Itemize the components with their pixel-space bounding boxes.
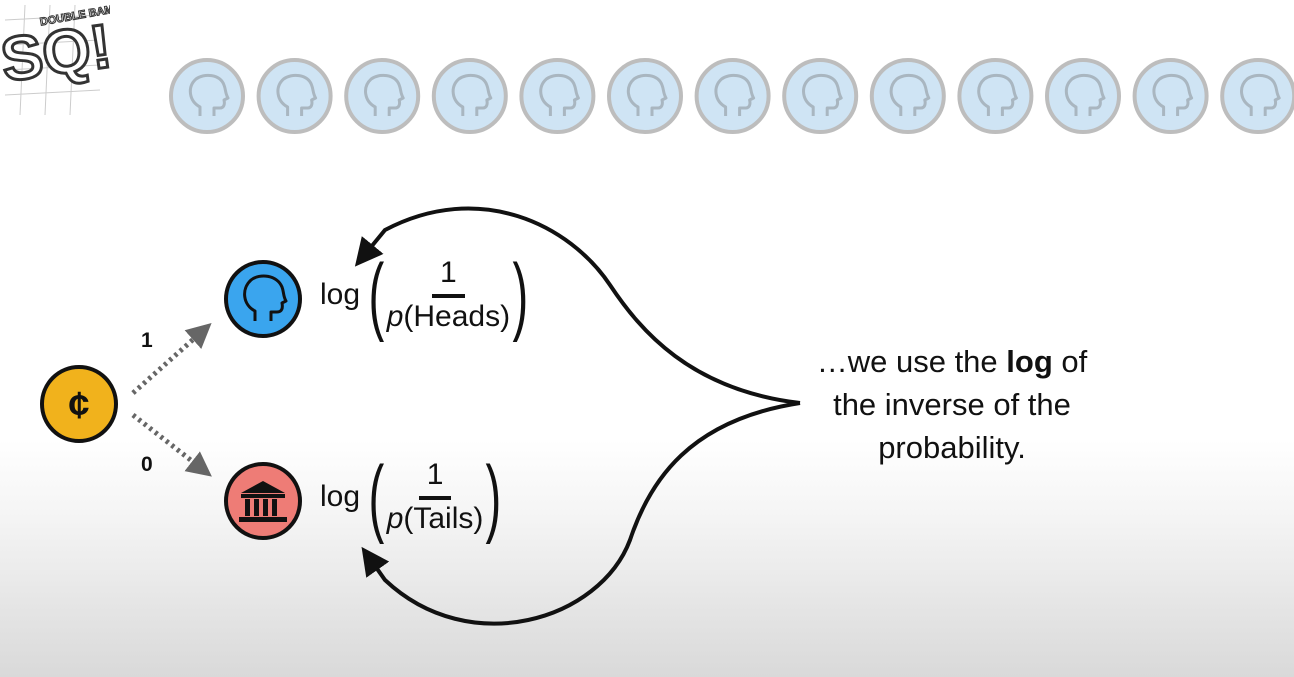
tails-equation: log ( 1 p(Tails) ) [320, 454, 508, 540]
heads-coin [169, 58, 245, 134]
tails-edge-label: 0 [141, 453, 153, 476]
heads-outcome: (Heads) [403, 300, 511, 333]
head-silhouette-icon [188, 73, 230, 116]
head-silhouette-icon [1152, 73, 1194, 116]
heads-coin [694, 58, 771, 134]
tails-fraction: 1 p(Tails) [387, 460, 484, 534]
log-function: log [320, 278, 361, 311]
curved-arrow-to-heads [354, 206, 801, 405]
probability-symbol: p [386, 300, 404, 333]
tails-coin [224, 462, 302, 540]
head-silhouette-icon [802, 73, 843, 116]
explanation-note: …we use the log of the inverse of the pr… [772, 340, 1132, 469]
logo-letters: SQ! [0, 12, 110, 96]
head-silhouette-icon [977, 73, 1018, 116]
right-paren: ) [485, 449, 502, 545]
head-silhouette-icon [243, 274, 288, 321]
left-paren: ( [368, 247, 385, 343]
tails-outcome: (Tails) [403, 502, 484, 535]
heads-branch-arrow [131, 323, 212, 395]
heads-edge-label: 1 [141, 329, 153, 352]
note-line-1: …we use the log of [816, 344, 1088, 379]
note-line-2: the inverse of the [833, 387, 1071, 422]
heads-coin [1045, 58, 1121, 134]
heads-coin [431, 58, 508, 134]
heads-fraction: 1 p(Heads) [387, 258, 510, 332]
head-silhouette-icon [276, 73, 318, 116]
note-line-3: probability. [878, 430, 1026, 465]
heads-coin [957, 58, 1034, 134]
heads-coin [519, 58, 596, 134]
heads-coin [869, 58, 946, 134]
source-coin: ¢ [40, 365, 118, 443]
log-function: log [320, 480, 361, 513]
left-paren: ( [368, 449, 385, 545]
heads-coin [256, 58, 333, 134]
heads-coin [782, 58, 859, 134]
heads-coin [607, 58, 683, 134]
head-silhouette-icon [451, 73, 493, 116]
heads-coin [1220, 58, 1294, 134]
fraction-denominator: p(Tails) [387, 500, 484, 534]
curved-arrow-to-tails [361, 401, 801, 626]
head-silhouette-icon [889, 73, 931, 116]
head-silhouette-icon [539, 73, 580, 116]
cent-icon: ¢ [68, 385, 89, 427]
right-paren: ) [512, 247, 529, 343]
probability-symbol: p [386, 502, 404, 535]
head-silhouette-icon [714, 73, 756, 116]
tails-branch-arrow [131, 413, 212, 477]
fraction-denominator: p(Heads) [387, 298, 510, 332]
head-silhouette-icon [364, 73, 405, 116]
heads-equation: log ( 1 p(Heads) ) [320, 252, 535, 338]
head-silhouette-icon [1240, 73, 1281, 116]
head-silhouette-icon [626, 73, 668, 116]
head-silhouette-icon [1064, 73, 1106, 116]
heads-coin [1132, 58, 1209, 134]
coin-row [169, 58, 1294, 134]
heads-coin [224, 260, 302, 338]
bank-building-icon [239, 481, 287, 522]
statquest-logo: SQ! DOUBLE BAM!!! [0, 1, 110, 116]
fraction-numerator: 1 [432, 258, 465, 298]
heads-coin [344, 58, 421, 134]
fraction-numerator: 1 [418, 460, 452, 500]
